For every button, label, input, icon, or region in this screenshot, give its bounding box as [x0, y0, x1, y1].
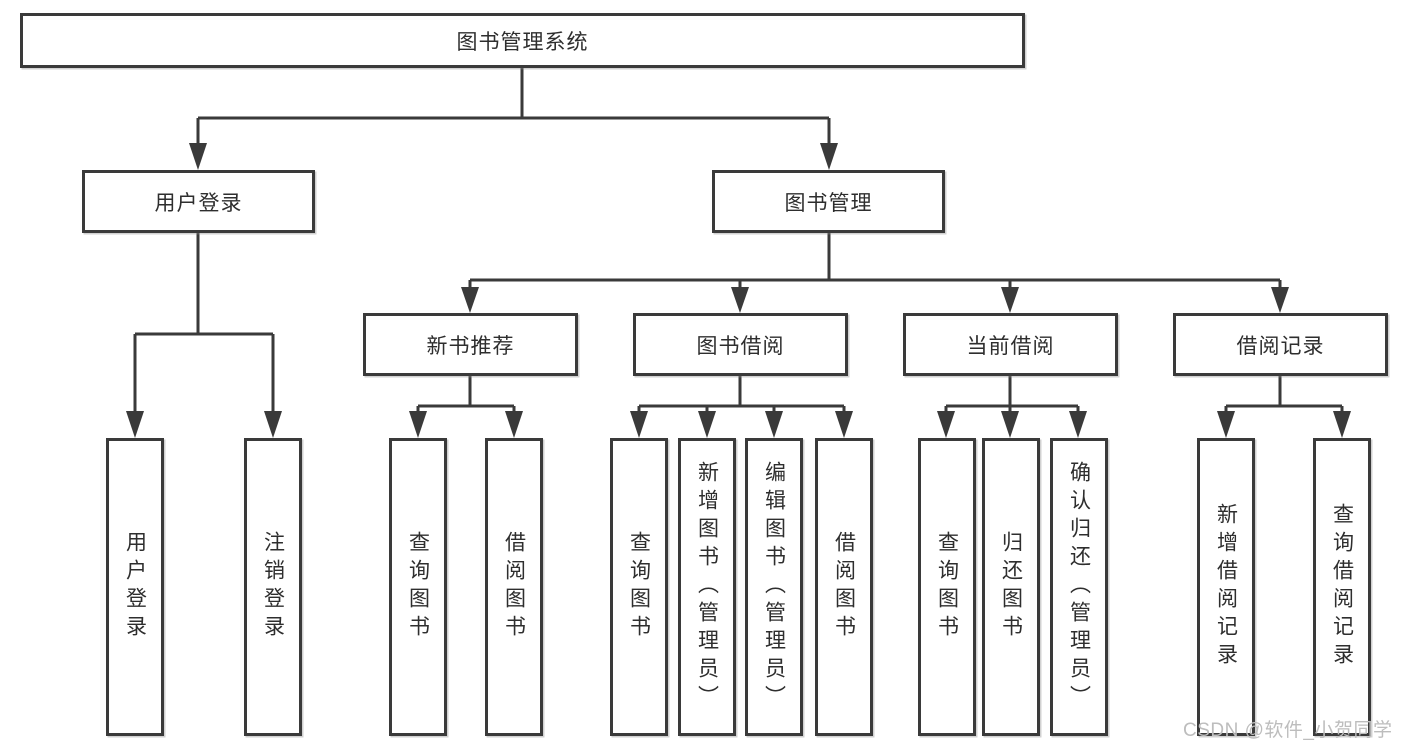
node-label: 图书管理	[784, 191, 873, 215]
node-current-borrowing: 当前借阅	[903, 313, 1118, 376]
leaf-label: 归还图书	[999, 531, 1023, 643]
leaf-borrow-books-2: 借阅图书	[815, 438, 873, 736]
leaf-add-borrow-record: 新增借阅记录	[1197, 438, 1255, 736]
leaf-label: 用户登录	[123, 531, 147, 643]
node-label: 图书借阅	[696, 334, 785, 358]
leaf-query-books-3: 查询图书	[918, 438, 976, 736]
leaf-label: 借阅图书	[832, 531, 856, 643]
leaf-label: 新增图书（管理员）	[695, 461, 719, 713]
node-label: 新书推荐	[426, 334, 515, 358]
node-user-login: 用户登录	[82, 170, 315, 233]
node-borrowing-records: 借阅记录	[1173, 313, 1388, 376]
leaf-edit-books-admin: 编辑图书（管理员）	[745, 438, 803, 736]
leaf-label: 确认归还（管理员）	[1067, 461, 1091, 713]
leaf-add-books-admin: 新增图书（管理员）	[678, 438, 736, 736]
node-library-management-system: 图书管理系统	[20, 13, 1025, 68]
csdn-watermark: CSDN @软件_小贺同学	[1183, 720, 1393, 741]
node-new-book-recommend: 新书推荐	[363, 313, 578, 376]
leaf-query-books-2: 查询图书	[610, 438, 668, 736]
leaf-label: 查询借阅记录	[1330, 503, 1354, 671]
leaf-label: 注销登录	[261, 531, 285, 643]
leaf-confirm-return-admin: 确认归还（管理员）	[1050, 438, 1108, 736]
leaf-query-books-1: 查询图书	[389, 438, 447, 736]
leaf-logout: 注销登录	[244, 438, 302, 736]
node-book-borrowing: 图书借阅	[633, 313, 848, 376]
leaf-label: 新增借阅记录	[1214, 503, 1238, 671]
leaf-borrow-books-1: 借阅图书	[485, 438, 543, 736]
leaf-label: 查询图书	[935, 531, 959, 643]
leaf-query-borrow-record: 查询借阅记录	[1313, 438, 1371, 736]
leaf-label: 查询图书	[627, 531, 651, 643]
leaf-return-books: 归还图书	[982, 438, 1040, 736]
leaf-label: 编辑图书（管理员）	[762, 461, 786, 713]
node-book-management: 图书管理	[712, 170, 945, 233]
leaf-label: 查询图书	[406, 531, 430, 643]
leaf-label: 借阅图书	[502, 531, 526, 643]
node-label: 借阅记录	[1236, 334, 1325, 358]
node-label: 用户登录	[154, 191, 243, 215]
node-label: 当前借阅	[966, 334, 1055, 358]
node-label: 图书管理系统	[456, 30, 589, 54]
leaf-user-login: 用户登录	[106, 438, 164, 736]
